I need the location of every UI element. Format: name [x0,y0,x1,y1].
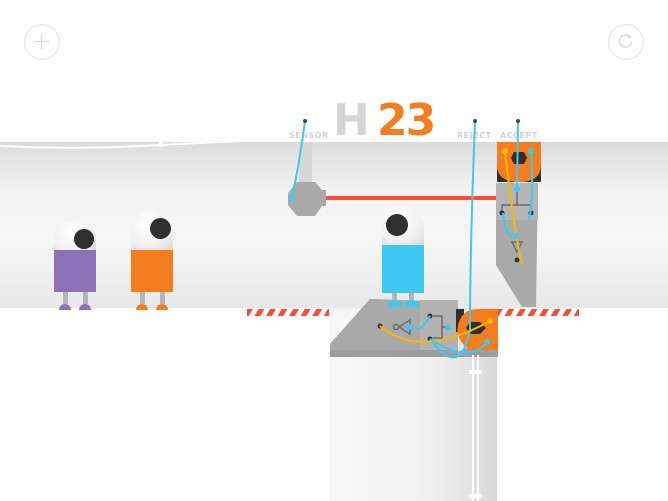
corridor [0,142,668,308]
hazard-stripe-right [497,309,579,316]
level-letter: H [333,95,370,146]
orange-robot[interactable] [131,210,173,310]
robot-eye [150,218,171,239]
robot-body [54,250,96,292]
hazard-stripe-left [247,309,329,316]
sensor-label: SENSOR [289,131,329,140]
robot-body [131,250,173,292]
level-number: 23 [377,95,436,146]
plus-icon [34,34,49,49]
add-button[interactable] [24,24,60,60]
purple-robot[interactable] [54,220,96,310]
restart-button[interactable] [608,24,644,60]
blue-robot[interactable] [382,205,424,307]
robot-body [382,245,424,293]
robot-eye [74,229,94,249]
robot-eye [386,214,408,236]
restart-icon [618,34,633,48]
